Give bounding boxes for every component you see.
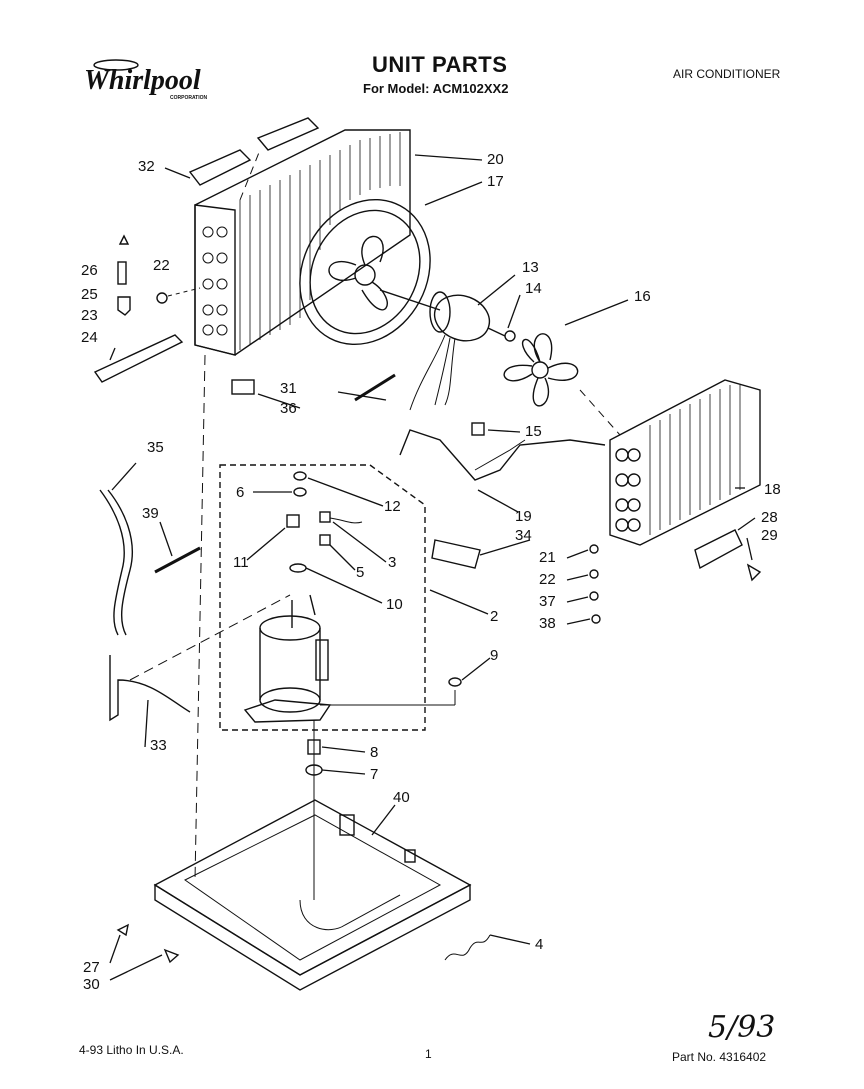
callout-22-left: 22 — [153, 257, 170, 274]
part-33 — [109, 655, 191, 722]
callout-32: 32 — [138, 158, 155, 175]
tubing-19 — [399, 429, 606, 481]
callout-30: 30 — [83, 976, 100, 993]
callout-4: 4 — [535, 936, 544, 953]
callout-3: 3 — [388, 554, 397, 571]
part-25 — [117, 261, 127, 285]
base-pan — [153, 799, 472, 991]
grommet-12 — [293, 471, 307, 481]
callout-7: 7 — [370, 766, 379, 783]
part-28 — [694, 529, 743, 570]
callout-19: 19 — [515, 508, 532, 525]
grommet-9 — [448, 677, 462, 687]
bracket-32 — [188, 149, 252, 186]
fan-motor — [379, 289, 506, 411]
fan-shroud — [299, 198, 431, 346]
nut-14 — [504, 330, 516, 342]
litho-note: 4-93 Litho In U.S.A. — [79, 1043, 184, 1057]
callout-39: 39 — [142, 505, 159, 522]
callout-18: 18 — [764, 481, 781, 498]
part-number: Part No. 4316402 — [672, 1050, 767, 1064]
clip-10 — [289, 563, 307, 573]
callout-38: 38 — [539, 615, 556, 632]
pad-34 — [431, 539, 481, 569]
part-5 — [319, 534, 331, 546]
callout-34: 34 — [515, 527, 532, 544]
callout-31: 31 — [280, 380, 297, 397]
logo-swoosh-icon — [93, 59, 139, 71]
callout-40: 40 — [393, 789, 410, 806]
callout-13: 13 — [522, 259, 539, 276]
callout-5: 5 — [356, 564, 365, 581]
blower-wheel — [503, 333, 579, 407]
part-26 — [118, 234, 130, 245]
part-23 — [117, 296, 131, 316]
callout-20: 20 — [487, 151, 504, 168]
condenser-coil — [194, 129, 411, 356]
terminal-cover-11 — [286, 514, 300, 528]
page-title: UNIT PARTS — [372, 52, 508, 77]
callout-6: 6 — [236, 484, 245, 501]
callout-11: 11 — [233, 554, 249, 571]
callout-22-right: 22 — [539, 571, 556, 588]
callout-36: 36 — [280, 400, 297, 417]
callout-8: 8 — [370, 744, 379, 761]
callout-10: 10 — [386, 596, 403, 613]
callout-29: 29 — [761, 527, 778, 544]
brand-logo: Whirlpool CORPORATION — [78, 55, 218, 103]
callout-12: 12 — [384, 498, 401, 515]
callout-24: 24 — [81, 329, 98, 346]
callout-21: 21 — [539, 549, 556, 566]
clip-15 — [471, 422, 485, 436]
page-number: 1 — [425, 1047, 432, 1061]
callout-25: 25 — [81, 286, 98, 303]
bracket-top — [256, 117, 320, 151]
handwritten-date: 5/93 — [708, 1010, 776, 1045]
callout-2: 2 — [490, 608, 499, 625]
part-24 — [93, 334, 184, 383]
overload-3 — [319, 511, 331, 523]
callout-33: 33 — [150, 737, 167, 754]
brand-sub: CORPORATION — [170, 95, 208, 101]
harness-35 — [99, 489, 125, 636]
part-36 — [231, 379, 255, 395]
callout-26: 26 — [81, 262, 98, 279]
callout-16: 16 — [634, 288, 651, 305]
compressor-box — [219, 464, 426, 731]
callout-17: 17 — [487, 173, 504, 190]
evaporator-coil — [609, 379, 761, 546]
washer-6 — [293, 487, 307, 497]
callout-15: 15 — [525, 423, 542, 440]
brand-name: Whirlpool — [84, 65, 201, 96]
callout-37: 37 — [539, 593, 556, 610]
tie-39 — [154, 546, 201, 574]
callout-35: 35 — [147, 439, 164, 456]
callout-27: 27 — [83, 959, 100, 976]
compressor — [243, 594, 332, 723]
callout-23: 23 — [81, 307, 98, 324]
part-29 — [746, 563, 762, 582]
model-line: For Model: ACM102XX2 — [363, 81, 509, 96]
callout-14: 14 — [525, 280, 542, 297]
part-22-left — [156, 292, 168, 304]
callout-28: 28 — [761, 509, 778, 526]
product-type: AIR CONDITIONER — [673, 67, 781, 81]
callout-9: 9 — [490, 647, 499, 664]
